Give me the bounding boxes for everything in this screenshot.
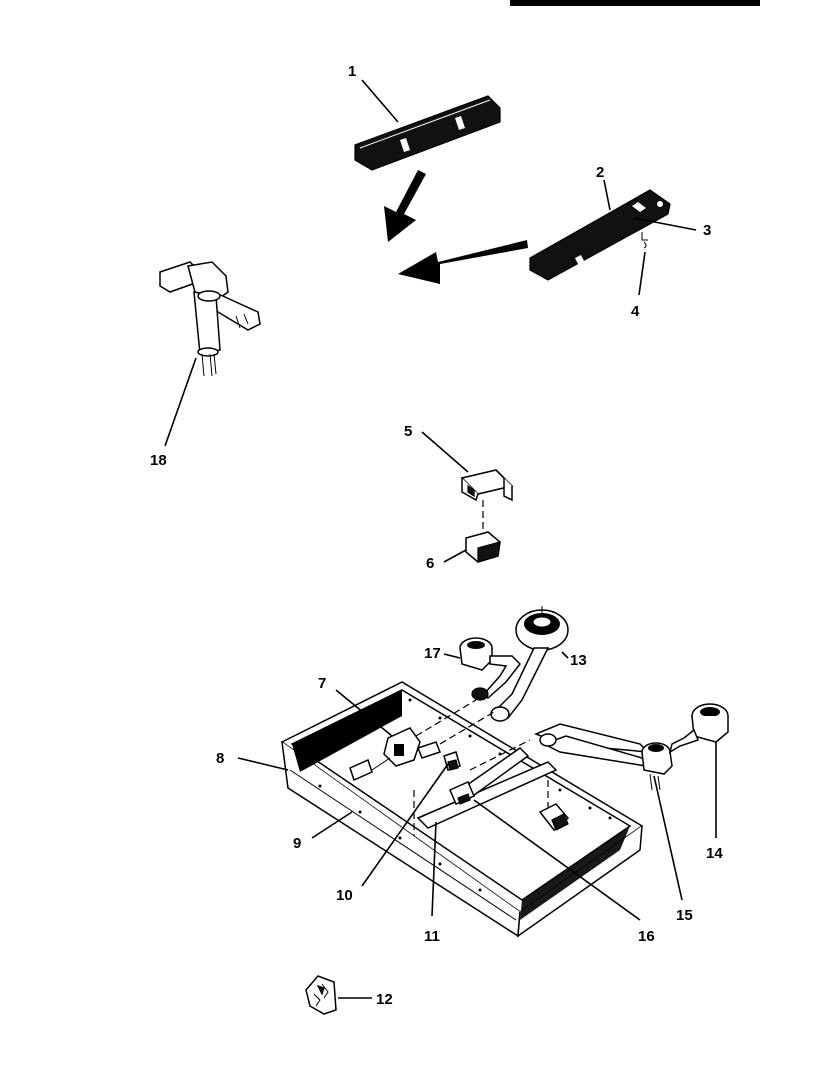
leader-1 <box>361 79 399 123</box>
dash-line-a <box>415 699 477 737</box>
leader-4 <box>638 251 646 296</box>
callout-1: 1 <box>348 63 356 80</box>
leader-8 <box>237 757 289 771</box>
callout-11: 11 <box>424 928 440 945</box>
dash-line-c <box>469 739 531 771</box>
callout-10: 10 <box>336 887 353 904</box>
callout-12: 12 <box>376 991 393 1008</box>
callout-4: 4 <box>631 303 640 320</box>
callout-2: 2 <box>596 164 604 181</box>
part-2-strip <box>529 189 671 281</box>
callout-16: 16 <box>638 928 655 945</box>
leader-11 <box>431 821 437 917</box>
part-17-burner <box>459 637 521 701</box>
arrow-left-icon <box>398 240 528 284</box>
part-14-burner <box>668 703 729 754</box>
arrow-down-icon <box>384 170 426 242</box>
part-7-valve <box>349 727 441 782</box>
callout-3: 3 <box>703 222 711 239</box>
leader-18 <box>164 357 197 447</box>
leader-5 <box>421 431 469 473</box>
part-6-block <box>465 531 501 563</box>
leader-10 <box>361 763 449 887</box>
callout-8: 8 <box>216 750 224 767</box>
part-12-clip <box>305 975 337 1015</box>
callout-9: 9 <box>293 835 301 852</box>
leader-2 <box>603 179 611 211</box>
callout-13: 13 <box>570 652 587 669</box>
leader-16 <box>473 799 641 921</box>
cropped-header <box>510 0 760 6</box>
leader-9 <box>311 811 353 839</box>
part-15-burner <box>534 723 673 791</box>
leader-13 <box>561 651 569 659</box>
part-18-electrode <box>159 261 261 377</box>
leader-15 <box>653 775 683 901</box>
callout-15: 15 <box>676 907 693 924</box>
leader-6 <box>443 549 467 563</box>
callout-7: 7 <box>318 675 326 692</box>
callout-17: 17 <box>424 645 441 662</box>
part-13-burner <box>490 606 569 722</box>
part-4-screw <box>641 232 648 249</box>
part-16-gas-tube <box>416 747 570 832</box>
part-10-orifice <box>443 751 461 771</box>
callout-18: 18 <box>150 452 167 469</box>
callout-6: 6 <box>426 555 434 572</box>
leader-3 <box>633 217 697 231</box>
leader-17 <box>443 653 461 659</box>
leader-7 <box>335 689 393 737</box>
part-1-cover-strip <box>354 95 501 171</box>
callout-14: 14 <box>706 845 723 862</box>
part-5-bracket <box>460 469 514 502</box>
callout-5: 5 <box>404 423 412 440</box>
